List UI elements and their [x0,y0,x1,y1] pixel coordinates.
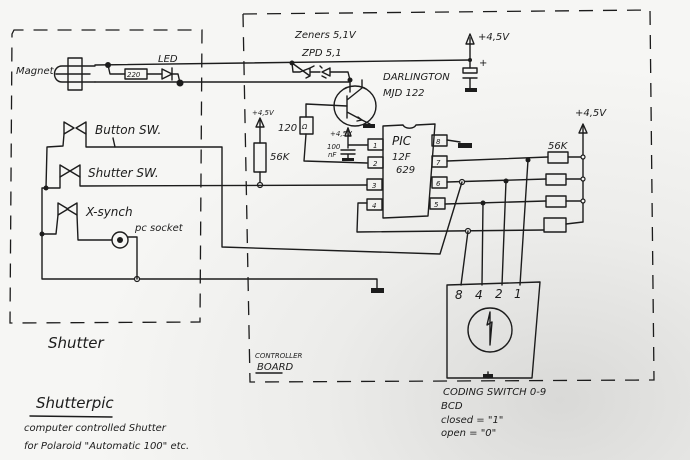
svg-text:8: 8 [436,138,441,146]
ground-icon [363,124,375,128]
svg-text:3: 3 [372,182,376,190]
supply-label: +4,5V [330,130,353,138]
svg-text:12F: 12F [392,152,411,163]
wire-magnet-bottom [94,81,351,93]
pic-chip: PIC 12F 629 [382,123,436,219]
supply-arrow-icon [578,123,588,134]
description-line-2: for Polaroid "Automatic 100" etc. [24,441,189,452]
supply-arrow-icon [255,117,265,128]
coding-switch-type: BCD [441,401,463,412]
ohm-symbol: Ω [301,123,308,131]
transistor-model-label: MJD 122 [383,88,425,99]
supply-arrow-icon [465,33,475,45]
zener-diodes-icon [291,62,351,81]
controller-label: CONTROLLER [255,352,303,360]
x-synch-switch-icon [57,202,78,216]
svg-text:7: 7 [436,159,441,167]
zener-type-label: ZPD 5,1 [301,48,342,59]
resistor-220-label: 220 [127,71,141,79]
button-switch-icon [63,121,87,135]
board-label: BOARD [257,362,294,373]
supply-label: +4,5V [478,32,510,43]
capacitor-100nf-icon [340,149,356,159]
svg-text:1: 1 [373,142,377,150]
ground-icon [371,288,384,293]
ground-icon [483,374,493,378]
svg-text:6: 6 [436,180,441,188]
svg-text:+: + [479,58,487,69]
bit-1-label: 1 [514,287,522,301]
resistor-56k [253,142,267,173]
wire-pin7 [446,156,549,162]
wire-pin5 [444,200,547,205]
svg-text:PIC: PIC [392,134,412,148]
svg-text:5: 5 [434,201,439,209]
resistor-array [543,151,586,233]
bit-8-label: 8 [455,288,463,302]
x-synch-label: X-synch [85,205,133,219]
supply-label: +4,5V [575,108,607,119]
led-label: LED [158,54,178,65]
page-title: Shutterpic [36,394,114,412]
pc-socket-label: pc socket [134,223,184,234]
shutter-sw-label: Shutter SW. [88,166,159,180]
electrolytic-capacitor-icon: + [462,58,487,89]
wire-magnet-top [94,59,471,66]
shutter-boundary [9,29,203,324]
open-legend: open = "0" [441,428,496,439]
magnet-label: Magnet [16,66,55,77]
resistor-56k-label: 56K [270,152,291,163]
transistor-label: DARLINGTON [383,72,450,83]
closed-legend: closed = "1" [441,415,503,426]
coding-switch[interactable] [446,281,541,379]
controller-boundary [242,9,655,383]
button-sw-label: Button SW. [95,123,161,137]
shutter-switch-icon [59,164,81,178]
svg-text:629: 629 [396,165,415,176]
cap-value: 100 [327,143,341,151]
shutter-label: Shutter [48,334,105,352]
ground-icon [465,88,477,92]
coding-switch-title: CODING SWITCH 0-9 [443,387,546,398]
bit-4-label: 4 [475,288,483,302]
wire-pin4 [356,202,545,233]
bit-2-label: 2 [495,287,503,301]
zeners-label: Zeners 5,1V [294,30,357,41]
magnet-coil-icon [53,57,96,91]
svg-text:2: 2 [373,160,378,168]
supply-label: +4,5V [252,109,275,117]
cap-unit: nF [328,151,337,159]
supply-arrow-icon [344,127,352,137]
description-line-1: computer controlled Shutter [24,423,167,434]
resistor-array-label: 56K [548,141,569,152]
ground-icon [458,143,472,148]
resistor-120-label: 120 [278,123,297,134]
led-icon [161,67,173,81]
pc-socket-icon [111,231,138,280]
svg-text:4: 4 [372,202,376,210]
resistor-220 [124,68,148,80]
darlington-transistor-icon [333,79,377,127]
